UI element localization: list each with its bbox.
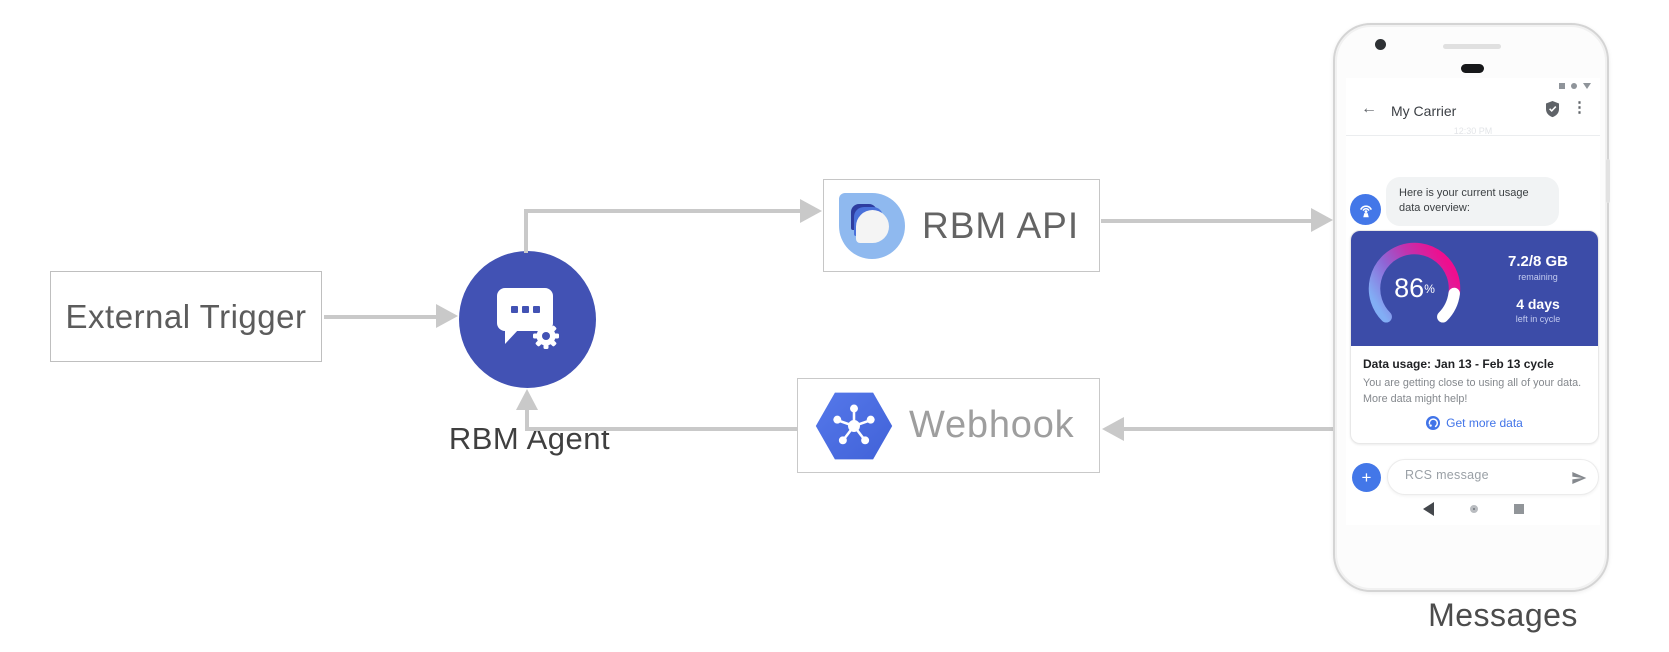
arrow-webhook-to-agent-line xyxy=(527,427,797,431)
android-nav-bar xyxy=(1346,502,1600,516)
status-circle-icon xyxy=(1571,83,1577,89)
messages-caption: Messages xyxy=(1428,597,1578,633)
nav-back-button[interactable] xyxy=(1422,502,1434,516)
chat-bubble-gear-icon xyxy=(496,287,559,349)
usage-title: Data usage: Jan 13 - Feb 13 cycle xyxy=(1363,357,1554,371)
header-divider xyxy=(1346,135,1600,136)
conversation-title: My Carrier xyxy=(1391,103,1457,119)
rbm-agent-label: RBM Agent xyxy=(448,421,611,456)
arrow-api-to-phone-line xyxy=(1101,219,1313,223)
rcs-message-input[interactable] xyxy=(1405,468,1555,482)
get-more-data-button[interactable]: Get more data xyxy=(1363,416,1586,431)
gauge-percent-unit: % xyxy=(1424,281,1435,296)
arrow-trigger-to-agent-head xyxy=(436,304,458,328)
cloud-pubsub-hexagon-icon xyxy=(815,392,893,459)
webhook-label: Webhook xyxy=(909,404,1075,446)
speaker-slot xyxy=(1443,44,1501,49)
usage-gauge-panel: 86% 7.2/8 GB remaining 4 days left in cy… xyxy=(1351,231,1598,346)
arrow-phone-to-webhook-line xyxy=(1124,427,1333,431)
remaining-label: remaining xyxy=(1518,272,1558,282)
gauge-percent-value: 86 xyxy=(1394,273,1425,303)
arrow-api-to-phone-head xyxy=(1311,208,1333,232)
rbm-api-logo-icon xyxy=(839,192,905,259)
broadcast-antenna-icon xyxy=(1359,204,1372,217)
arrow-agent-to-api-head xyxy=(800,199,822,223)
overflow-menu-icon[interactable]: ⋮ xyxy=(1572,99,1587,116)
volume-button xyxy=(1606,159,1610,203)
usage-gauge xyxy=(1364,238,1465,339)
webhook-node: Webhook xyxy=(797,378,1100,473)
nav-home-button[interactable] xyxy=(1469,505,1478,513)
status-bar xyxy=(1559,83,1591,89)
arrow-trigger-to-agent-line xyxy=(324,315,438,319)
agent-avatar xyxy=(1350,194,1381,225)
days-label: left in cycle xyxy=(1515,314,1561,324)
message-input-pill xyxy=(1387,459,1599,495)
attach-plus-button[interactable]: + xyxy=(1352,463,1381,492)
usage-body: You are getting close to using all of yo… xyxy=(1363,377,1582,405)
verified-shield-icon xyxy=(1544,100,1561,123)
status-square-icon xyxy=(1559,83,1565,89)
arrow-webhook-to-agent-head xyxy=(516,389,538,410)
globe-icon xyxy=(1426,416,1441,431)
remaining-value: 7.2/8 GB xyxy=(1507,253,1569,270)
gauge-percent: 86% xyxy=(1364,238,1465,339)
external-trigger-node: External Trigger xyxy=(50,271,322,362)
arrow-agent-to-api-vertical xyxy=(524,211,528,253)
send-icon[interactable] xyxy=(1571,470,1587,491)
usage-stats: 7.2/8 GB remaining 4 days left in cycle xyxy=(1483,231,1593,346)
arrow-agent-to-api-line xyxy=(524,209,802,213)
earpiece xyxy=(1461,64,1484,73)
back-arrow-icon[interactable]: ← xyxy=(1361,100,1377,117)
phone-screen: ← My Carrier ⋮ 12:30 PM Here is your c xyxy=(1346,78,1600,525)
usage-rich-card: 86% 7.2/8 GB remaining 4 days left in cy… xyxy=(1350,230,1599,445)
rbm-api-node: RBM API xyxy=(823,179,1100,272)
front-camera xyxy=(1375,39,1386,50)
arrow-webhook-to-agent-vertical xyxy=(525,408,529,431)
agent-message-bubble: Here is your current usage data overview… xyxy=(1386,177,1559,226)
status-triangle-icon xyxy=(1583,83,1591,89)
external-trigger-label: External Trigger xyxy=(65,297,307,335)
days-value: 4 days xyxy=(1516,296,1560,312)
rbm-api-label: RBM API xyxy=(922,204,1080,246)
get-more-data-label: Get more data xyxy=(1446,416,1523,431)
usage-text-panel: Data usage: Jan 13 - Feb 13 cycle You ar… xyxy=(1351,346,1598,443)
arrow-phone-to-webhook-head xyxy=(1102,417,1124,441)
phone-mockup: ← My Carrier ⋮ 12:30 PM Here is your c xyxy=(1333,23,1610,592)
rbm-agent-node xyxy=(459,251,596,388)
nav-recents-button[interactable] xyxy=(1513,504,1524,514)
message-timestamp: 12:30 PM xyxy=(1453,126,1493,136)
